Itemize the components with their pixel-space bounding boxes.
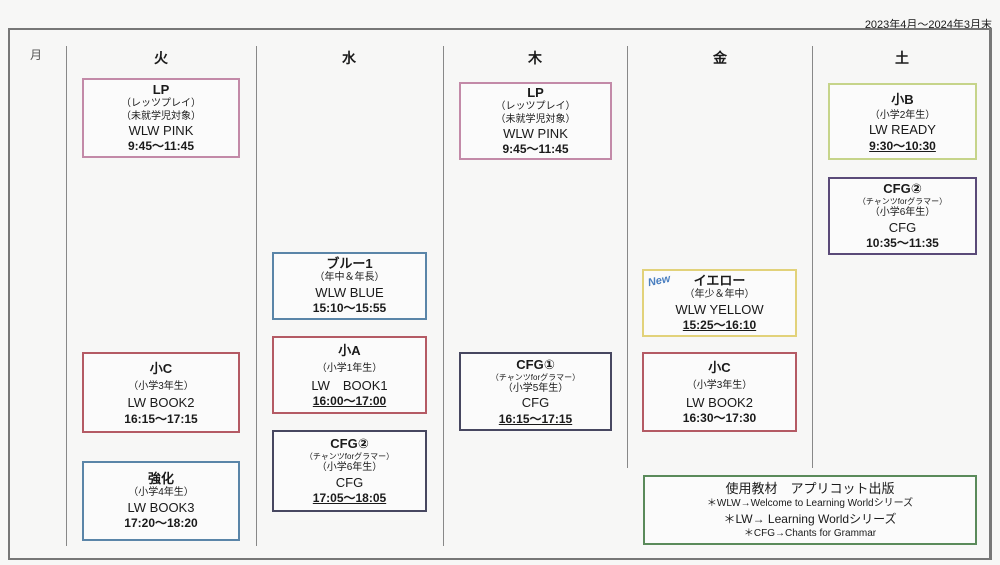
class-title: LP: [527, 84, 544, 100]
column-divider: [443, 46, 444, 546]
class-book: CFG: [521, 395, 550, 411]
class-book: WLW YELLOW: [675, 301, 764, 317]
class-time: 9:45～11:45: [127, 139, 195, 154]
class-card-fri-c: 小C （小学3年生） LW BOOK2 16:30～17:30: [642, 352, 797, 432]
day-thursday: 木: [528, 50, 542, 66]
class-time: 17:05～18:05: [312, 491, 387, 505]
class-title: CFG②: [883, 181, 922, 196]
class-title: イエロー: [693, 273, 746, 288]
class-grade: （小学6年生）: [316, 462, 383, 474]
class-time: 15:25～16:10: [682, 318, 757, 332]
class-book: LW READY: [869, 122, 936, 138]
class-time: 16:15～17:15: [498, 411, 573, 426]
class-card-thu-lp: LP （レッツプレイ） （未就学児対象） WLW PINK 9:45～11:45: [459, 82, 612, 160]
class-book: LW BOOK2: [127, 395, 195, 411]
class-card-wed-a: 小A （小学1年生） LW BOOK1 16:00～17:00: [272, 336, 427, 414]
class-grade: （小学3年生）: [686, 380, 753, 392]
class-book: LW BOOK3: [127, 499, 195, 515]
class-book: WLW PINK: [503, 126, 568, 141]
column-divider: [627, 46, 628, 468]
class-subtitle: （レッツプレイ）: [495, 101, 576, 112]
class-time: 16:15～17:15: [124, 411, 198, 426]
note-line: ＊CFG→Chants for Grammar: [743, 527, 877, 539]
class-book: CFG: [335, 474, 364, 490]
class-time: 16:00～17:00: [312, 394, 387, 408]
class-title: ブルー1: [326, 256, 373, 271]
class-title: 小A: [338, 343, 361, 358]
materials-note: 使用教材 アプリコット出版 ＊WLW→Welcome to Learning W…: [643, 475, 977, 545]
class-grade: （小学5年生）: [502, 382, 569, 394]
class-subtitle: （チャンツforグラマー）: [490, 372, 581, 382]
class-book: WLW BLUE: [315, 284, 384, 300]
class-subtitle: （レッツプレイ）: [121, 98, 201, 109]
note-heading: 使用教材 アプリコット出版: [725, 480, 895, 496]
day-saturday: 土: [895, 50, 909, 66]
class-title: CFG①: [516, 356, 555, 372]
timetable-frame: [8, 28, 992, 560]
class-title: 強化: [147, 471, 174, 486]
class-card-sat-cfg2: CFG② （チャンツforグラマー） （小学6年生） CFG 10:35～11:…: [828, 177, 977, 255]
class-time: 9:45～11:45: [502, 142, 569, 157]
class-time: 9:30～10:30: [869, 138, 936, 153]
class-card-thu-cfg1: CFG① （チャンツforグラマー） （小学5年生） CFG 16:15～17:…: [459, 352, 612, 431]
class-grade: （小学2年生）: [869, 109, 936, 121]
class-title: 小B: [891, 91, 914, 107]
class-card-tue-lp: LP （レッツプレイ） （未就学児対象） WLW PINK 9:45～11:45: [82, 78, 240, 158]
class-card-tue-c: 小C （小学3年生） LW BOOK2 16:15～17:15: [82, 352, 240, 433]
day-tuesday: 火: [154, 50, 168, 66]
class-subtitle: （チャンツforグラマー）: [857, 197, 948, 207]
class-title: 小C: [708, 360, 731, 375]
class-title: CFG②: [330, 436, 369, 451]
class-card-fri-yellow: New イエロー （年少＆年中） WLW YELLOW 15:25～16:10: [642, 269, 797, 337]
class-book: LW BOOK2: [686, 394, 753, 410]
class-target: （未就学児対象）: [121, 110, 201, 122]
class-book: LW BOOK1: [311, 377, 388, 393]
day-wednesday: 水: [342, 50, 356, 66]
day-monday: 月: [30, 48, 43, 62]
class-grade: （小学6年生）: [869, 207, 936, 219]
class-title: LP: [152, 81, 170, 97]
class-target: （未就学児対象）: [495, 113, 576, 125]
column-divider: [66, 46, 67, 546]
class-time: 10:35～11:35: [866, 236, 939, 250]
class-grade: （年中＆年長）: [314, 272, 385, 284]
class-subtitle: （チャンツforグラマー）: [304, 452, 395, 462]
new-badge: New: [646, 272, 672, 290]
class-card-wed-blue: ブルー1 （年中＆年長） WLW BLUE 15:10～15:55: [272, 252, 427, 320]
class-card-wed-cfg2: CFG② （チャンツforグラマー） （小学6年生） CFG 17:05～18:…: [272, 430, 427, 512]
class-book: WLW PINK: [128, 123, 194, 138]
class-book: CFG: [888, 219, 917, 235]
class-grade: （小学1年生）: [316, 363, 383, 375]
class-grade: （小学3年生）: [128, 380, 194, 392]
column-divider: [812, 46, 813, 468]
class-time: 16:30～17:30: [682, 411, 757, 425]
class-time: 15:10～15:55: [312, 301, 387, 315]
class-card-sat-b: 小B （小学2年生） LW READY 9:30～10:30: [828, 83, 977, 160]
class-grade: （小学4年生）: [128, 487, 194, 499]
class-title: 小C: [149, 360, 173, 376]
class-card-tue-kyoka: 強化 （小学4年生） LW BOOK3 17:20～18:20: [82, 461, 240, 541]
day-friday: 金: [713, 50, 727, 66]
column-divider: [256, 46, 257, 546]
note-line: ＊LW→ Learning Worldシリーズ: [723, 511, 897, 526]
class-grade: （年少＆年中）: [684, 289, 755, 301]
note-line: ＊WLW→Welcome to Learning Worldシリーズ: [706, 498, 914, 510]
class-time: 17:20～18:20: [124, 516, 198, 530]
